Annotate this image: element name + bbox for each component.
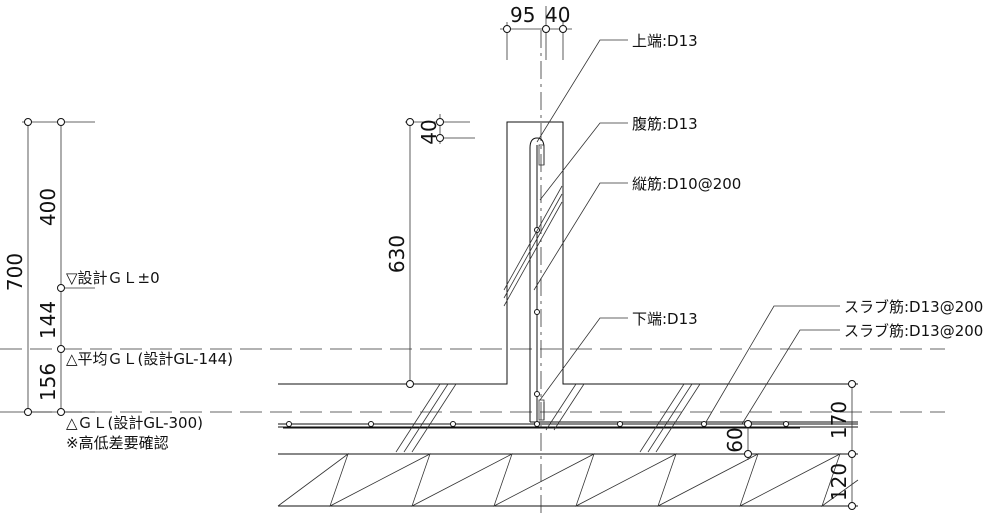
dim-630: 630 bbox=[385, 235, 409, 273]
design-gl-label: ▽設計ＧＬ±0 bbox=[66, 269, 160, 287]
wall-rebar bbox=[529, 137, 858, 423]
dim-95: 95 bbox=[510, 3, 535, 27]
dim-156: 156 bbox=[36, 363, 60, 401]
rebar-dots bbox=[286, 227, 789, 427]
dim-400: 400 bbox=[36, 188, 60, 226]
gravel-zigzag bbox=[277, 452, 859, 508]
avg-gl-label: △平均ＧＬ(設計GL-144) bbox=[66, 350, 233, 368]
label-slab-1: スラブ筋:D13@200 bbox=[844, 298, 983, 316]
wall-height-dimension bbox=[405, 114, 475, 388]
gl-label: △ＧＬ(設計GL-300) bbox=[66, 414, 203, 432]
elevation-note: ※高低差要確認 bbox=[66, 434, 169, 452]
wall-outline bbox=[278, 121, 858, 507]
top-dimensions bbox=[500, 6, 572, 60]
label-vertical: 縦筋:D10@200 bbox=[632, 175, 741, 193]
hatch-marks bbox=[395, 185, 701, 453]
dim-120: 120 bbox=[827, 463, 851, 501]
dim-144: 144 bbox=[36, 301, 60, 339]
dim-170: 170 bbox=[827, 401, 851, 439]
label-web: 腹筋:D13 bbox=[632, 115, 698, 133]
leader-lines bbox=[533, 39, 840, 425]
dim-60: 60 bbox=[723, 427, 747, 452]
dim-40-wall: 40 bbox=[417, 119, 441, 144]
left-dimensions bbox=[22, 118, 95, 416]
label-slab-2: スラブ筋:D13@200 bbox=[844, 322, 983, 340]
dim-40-top: 40 bbox=[545, 3, 570, 27]
right-dimensions bbox=[744, 380, 856, 510]
label-bottom-end: 下端:D13 bbox=[632, 310, 698, 328]
label-top-end: 上端:D13 bbox=[632, 32, 698, 50]
dim-700: 700 bbox=[3, 253, 27, 291]
